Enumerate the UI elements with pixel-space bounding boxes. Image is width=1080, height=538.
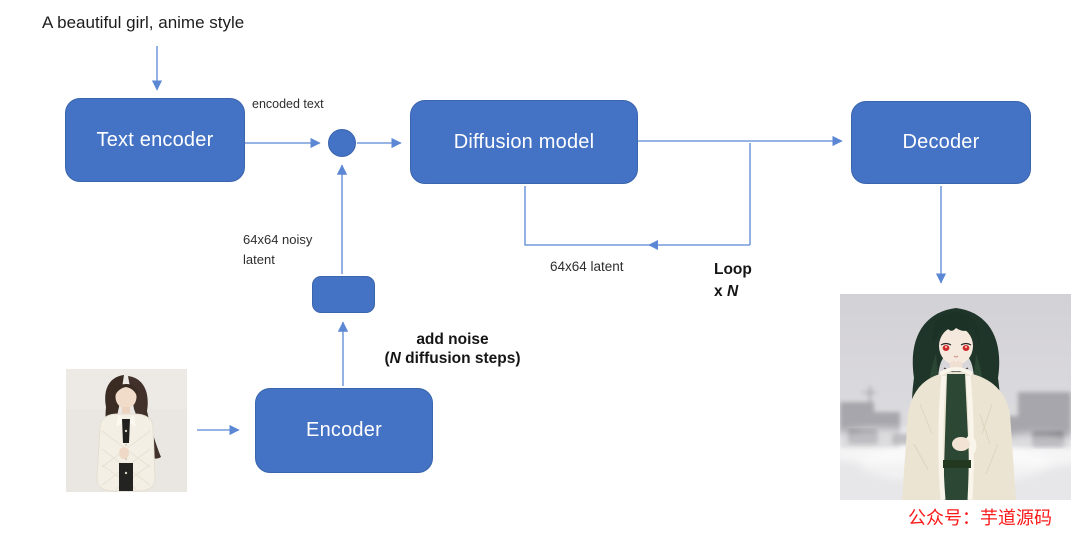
label-add-noise-n: N <box>389 350 401 368</box>
label-loop: Loop x N <box>714 259 752 303</box>
label-64x64-latent: 64x64 latent <box>550 259 624 274</box>
label-noisy-latent-line2: latent <box>243 251 275 267</box>
node-text-encoder: Text encoder <box>65 98 245 182</box>
prompt-text: A beautiful girl, anime style <box>42 13 245 32</box>
label-noisy-latent: 64x64 noisy latent <box>243 230 312 269</box>
output-anime-image <box>840 294 1071 500</box>
label-add-noise: add noise (N diffusion steps) <box>370 330 535 369</box>
output-anime-graphic <box>840 294 1071 500</box>
node-decoder-label: Decoder <box>902 131 980 153</box>
label-encoded-text: encoded text <box>252 97 324 111</box>
node-encoder: Encoder <box>255 388 433 473</box>
label-loop-n: N <box>726 283 739 300</box>
label-add-noise-rest: diffusion steps) <box>400 350 521 368</box>
node-encoder-label: Encoder <box>306 419 382 441</box>
node-text-encoder-label: Text encoder <box>96 128 214 151</box>
merge-node <box>328 129 356 157</box>
noisy-latent-box <box>312 276 375 313</box>
node-diffusion-model: Diffusion model <box>410 100 638 184</box>
label-loop-x: x <box>714 283 727 300</box>
node-decoder: Decoder <box>851 101 1031 184</box>
watermark-text: 公众号：芋道源码 <box>908 508 1052 528</box>
node-diffusion-model-label: Diffusion model <box>453 130 595 153</box>
label-add-noise-line1: add noise <box>416 331 489 348</box>
input-photo-graphic <box>66 369 187 492</box>
edge-loop-return <box>524 186 750 246</box>
loop-arrowhead <box>648 240 658 250</box>
label-loop-word: Loop <box>714 261 752 278</box>
label-noisy-latent-line1: 64x64 noisy <box>243 232 313 247</box>
label-add-noise-open: ( <box>384 350 390 368</box>
input-photo <box>66 369 187 492</box>
